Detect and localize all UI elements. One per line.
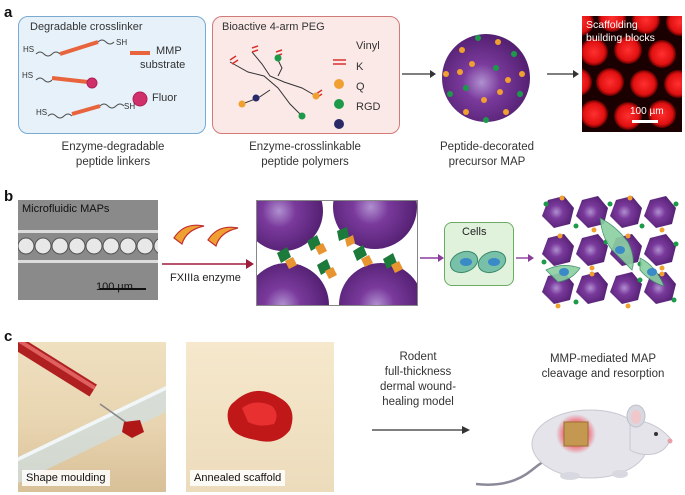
- k-dot: [312, 92, 320, 100]
- hs-label: HS: [22, 71, 34, 80]
- rgd-legend-label: RGD: [356, 101, 381, 113]
- arrow-to-mouse: [372, 426, 470, 434]
- microfluidic-image: [18, 200, 158, 300]
- rgd-legend-dot: [334, 119, 344, 129]
- microfluidic-scale-label: 100 µm: [96, 281, 133, 293]
- sh-label: SH: [116, 38, 128, 47]
- panel-letter-c: c: [4, 328, 13, 345]
- sh-label: SH: [124, 102, 136, 111]
- annealed-scaffold-label: Annealed scaffold: [190, 470, 286, 486]
- mouse-illustration: [475, 404, 673, 486]
- shape-moulding-photo: [18, 342, 166, 492]
- k-legend-dot: [334, 79, 344, 89]
- fxiiia-enzyme-icons: [173, 224, 239, 248]
- k-legend-label: K: [356, 61, 364, 73]
- q-dot: [298, 112, 306, 120]
- annealed-scaffold-illustration: [541, 195, 679, 309]
- vinyl-legend-label: Vinyl: [356, 40, 380, 52]
- shape-moulding-label: Shape moulding: [22, 470, 110, 486]
- micrograph-scale-label: 100 µm: [630, 106, 664, 117]
- mmp-substrate-bar: [59, 40, 99, 56]
- wound-model-caption: Rodent full-thickness dermal wound- heal…: [379, 351, 457, 408]
- hs-label: HS: [23, 45, 35, 54]
- wound-scaffold: [563, 421, 589, 447]
- microfluidic-label: Microfluidic MAPs: [22, 203, 110, 215]
- q-legend-dot: [334, 99, 344, 109]
- q-dot: [274, 54, 282, 62]
- cells-illustration: [449, 250, 507, 274]
- mouse-caption: MMP-mediated MAP cleavage and resorption: [541, 353, 665, 380]
- arrow-to-map: [402, 70, 436, 78]
- annealed-scaffold-photo: [186, 342, 334, 492]
- q-legend-label: Q: [356, 81, 365, 93]
- enzyme-label: FXIIIa enzyme: [170, 272, 241, 284]
- panel-letter-a: a: [4, 4, 13, 21]
- arrow-to-scaffold: [516, 254, 534, 262]
- arrow-to-micrograph: [547, 70, 579, 78]
- fluorescence-micrograph: [582, 16, 682, 132]
- fluor-dot: [86, 77, 98, 89]
- fluor-legend-dot: [132, 91, 148, 107]
- cells-label: Cells: [462, 226, 487, 238]
- map-caption: Peptide-decorated precursor MAP: [440, 141, 534, 168]
- arrow-to-cells: [420, 254, 444, 262]
- k-dot: [238, 100, 246, 108]
- crosslinked-map-box: [256, 200, 418, 306]
- rgd-dot: [252, 94, 260, 102]
- fluor-legend-label: Fluor: [152, 92, 178, 104]
- map-particle: [442, 34, 530, 123]
- peg-illustration: [229, 45, 346, 129]
- mmp-legend-label: MMP: [156, 45, 182, 57]
- substrate-legend-label: substrate: [140, 59, 186, 71]
- crosslinker-caption: Enzyme-degradable peptide linkers: [61, 141, 165, 168]
- micrograph-label: Scaffolding building blocks: [586, 19, 655, 44]
- enzyme-arrow: [162, 259, 254, 269]
- peg-box: [212, 16, 400, 134]
- crosslinker-illustration: [35, 39, 150, 119]
- peg-chain: [35, 51, 61, 57]
- crosslinker-title: Degradable crosslinker: [30, 21, 143, 33]
- panel-letter-b: b: [4, 188, 14, 205]
- peg-caption: Enzyme-crosslinkable peptide polymers: [249, 141, 361, 168]
- peg-title: Bioactive 4-arm PEG: [222, 21, 325, 33]
- scale-bar: [632, 120, 658, 123]
- hs-label: HS: [36, 108, 48, 117]
